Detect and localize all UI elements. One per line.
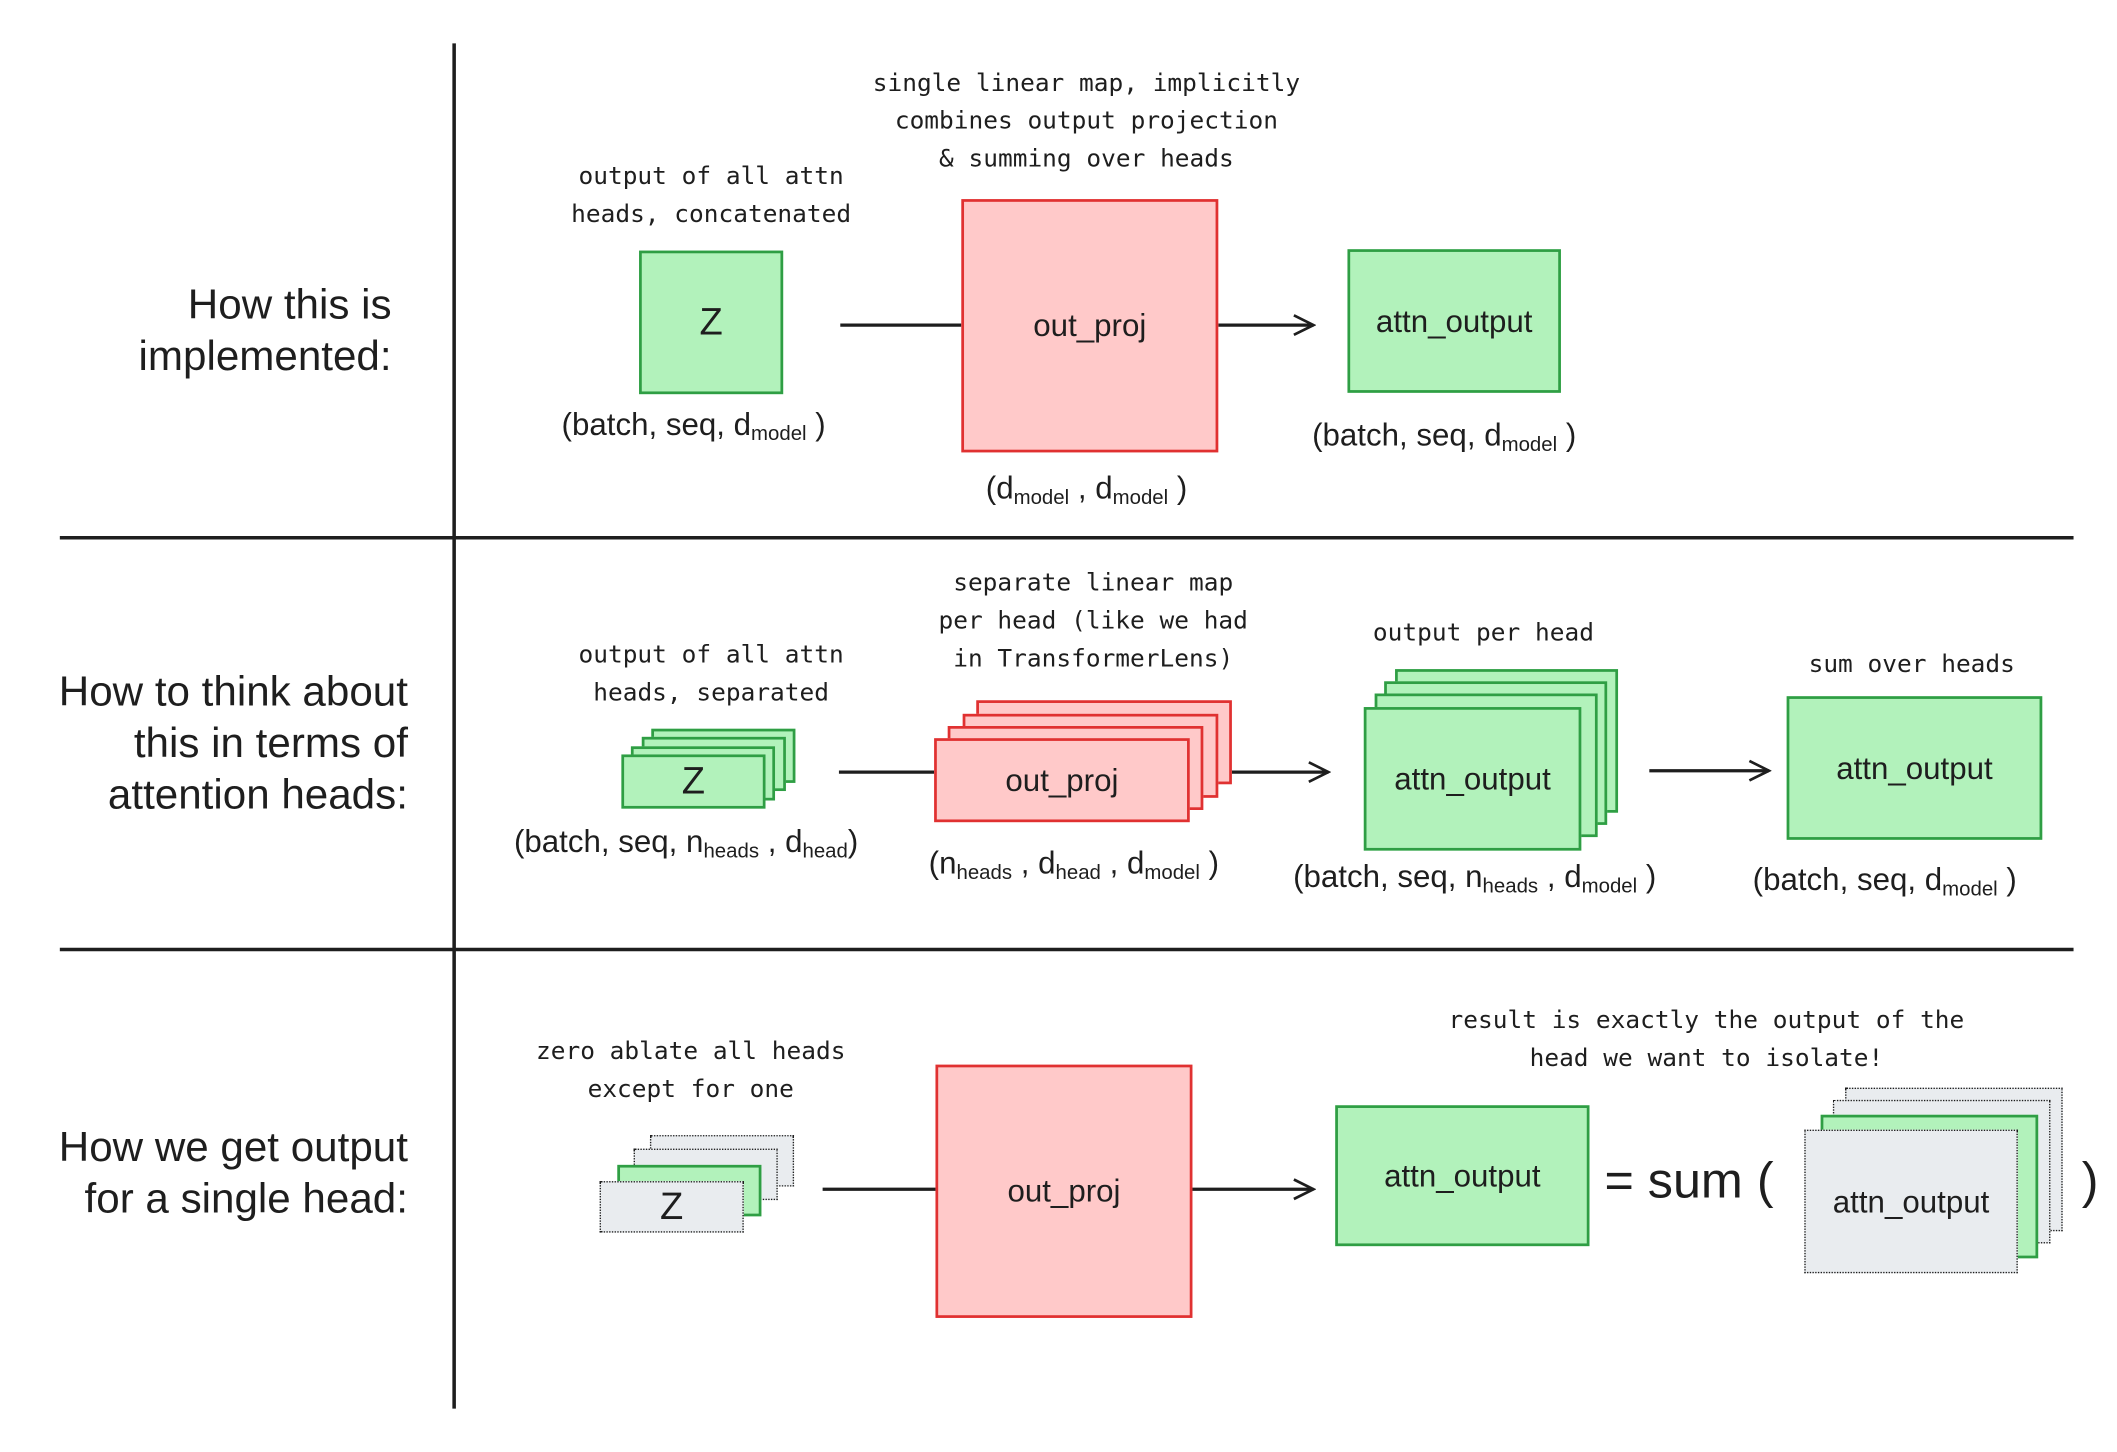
row1-z-label: Z <box>699 300 723 343</box>
row2-z-label: Z <box>681 759 706 802</box>
row2-z-box: Z <box>621 754 766 809</box>
row3-out-proj-label: out_proj <box>1007 1172 1121 1209</box>
row2-note-perhead: output per head <box>1372 619 1594 648</box>
row3-attn-output-box: attn_output <box>1335 1105 1590 1247</box>
row1-attn-output-label: attn_output <box>1375 302 1533 338</box>
row1-note-map: single linear map, implicitly combines o… <box>872 69 1301 174</box>
row2-label: How to think about this in terms of atte… <box>58 667 408 819</box>
row2-attn-output-label: attn_output <box>1836 749 1993 785</box>
row3-note-input: zero ablate all heads except for one <box>535 1037 846 1104</box>
row2-shape-z: (batch, seq, nheads , dhead) <box>513 823 859 863</box>
row3-out-proj-box: out_proj <box>935 1064 1193 1318</box>
row2-note-sum: sum over heads <box>1808 650 2015 679</box>
row1-z-box: Z <box>639 250 784 395</box>
row1-shape-out: (batch, seq, dmodel ) <box>1312 417 1577 457</box>
row3-z-box-ablated: Z <box>599 1181 744 1233</box>
row2-attn-output-box: attn_output <box>1786 696 2043 840</box>
row1-shape-proj: (dmodel , dmodel ) <box>985 470 1188 510</box>
row3-sum-inner-label: attn_output <box>1832 1183 1990 1219</box>
row1-out-proj-label: out_proj <box>1033 307 1147 343</box>
row3-label: How we get output for a single head: <box>58 1122 408 1222</box>
row3-z-label: Z <box>660 1185 684 1228</box>
row2-out-proj-label: out_proj <box>1005 761 1119 798</box>
row2-note-map: separate linear map per head (like we ha… <box>938 568 1248 674</box>
row2-shape-out: (batch, seq, dmodel ) <box>1752 861 2017 901</box>
row2-shape-perhead: (batch, seq, nheads , dmodel ) <box>1293 858 1657 899</box>
row3-sum-open: = sum ( <box>1604 1152 1774 1209</box>
row1-shape-z: (batch, seq, dmodel ) <box>561 406 826 446</box>
row2-perhead-box: attn_output <box>1363 707 1582 851</box>
row3-attn-output-label: attn_output <box>1384 1157 1541 1193</box>
row3-sum-close: ) <box>2081 1152 2099 1209</box>
row3-note-result: result is exactly the output of the head… <box>1448 1006 1965 1073</box>
row2-perhead-label: attn_output <box>1394 760 1551 796</box>
row1-out-proj-box: out_proj <box>961 199 1219 453</box>
row1-attn-output-box: attn_output <box>1347 249 1561 393</box>
row3-sum-box-ablated: attn_output <box>1804 1129 2018 1274</box>
row2-note-input: output of all attn heads, separated <box>578 640 844 708</box>
row2-shape-proj: (nheads , dhead , dmodel ) <box>928 845 1220 885</box>
row1-note-input: output of all attn heads, concatenated <box>571 162 852 229</box>
row2-out-proj-box: out_proj <box>934 738 1190 823</box>
row1-label: How this is implemented: <box>138 280 392 380</box>
